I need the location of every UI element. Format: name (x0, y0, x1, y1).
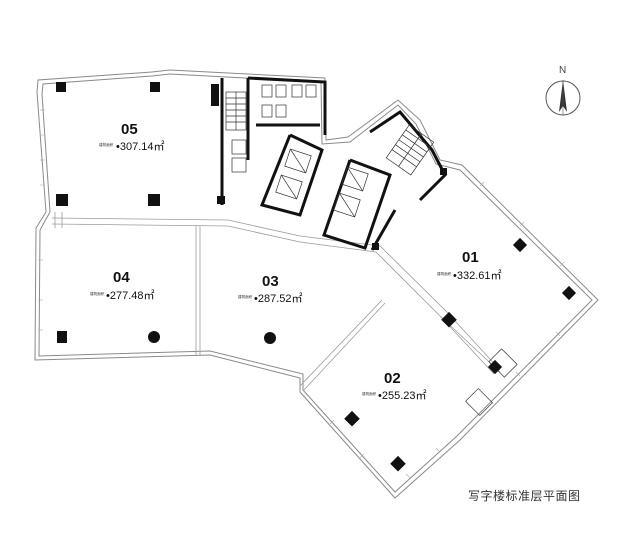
unit-03-number: 03 (262, 273, 279, 290)
unit-01-area-label: 建筑面积 (437, 271, 452, 276)
unit-05-area: •307.14㎡ (116, 140, 165, 153)
unit-02-area: •255.23㎡ (378, 389, 427, 402)
unit-03: 03 建筑面积 •287.52㎡ (238, 273, 303, 305)
core-details (225, 84, 518, 416)
plan-caption: 写字楼标准层平面图 (468, 489, 581, 503)
curtain-wall-ticks (38, 109, 565, 479)
unit-02-number: 02 (384, 370, 401, 387)
unit-01-number: 01 (462, 249, 479, 266)
unit-02-area-label: 建筑面积 (362, 391, 377, 396)
structural-columns (56, 82, 577, 472)
unit-04: 04 建筑面积 •277.48㎡ (90, 269, 155, 302)
unit-02: 02 建筑面积 •255.23㎡ (362, 370, 427, 402)
unit-05: 05 建筑面积 •307.14㎡ (99, 121, 165, 153)
unit-04-area: •277.48㎡ (106, 289, 155, 302)
north-compass-icon: N (545, 65, 581, 116)
unit-04-number: 04 (113, 269, 130, 286)
unit-03-area: •287.52㎡ (254, 292, 303, 305)
unit-05-number: 05 (121, 121, 138, 138)
unit-03-area-label: 建筑面积 (238, 294, 253, 299)
unit-04-area-label: 建筑面积 (90, 291, 105, 296)
unit-05-area-label: 建筑面积 (99, 142, 114, 147)
compass-letter: N (559, 65, 566, 76)
unit-01-area: •332.61㎡ (453, 269, 502, 282)
unit-01: 01 建筑面积 •332.61㎡ (437, 249, 502, 282)
core-walls (220, 76, 447, 251)
building-outline (34, 69, 599, 499)
